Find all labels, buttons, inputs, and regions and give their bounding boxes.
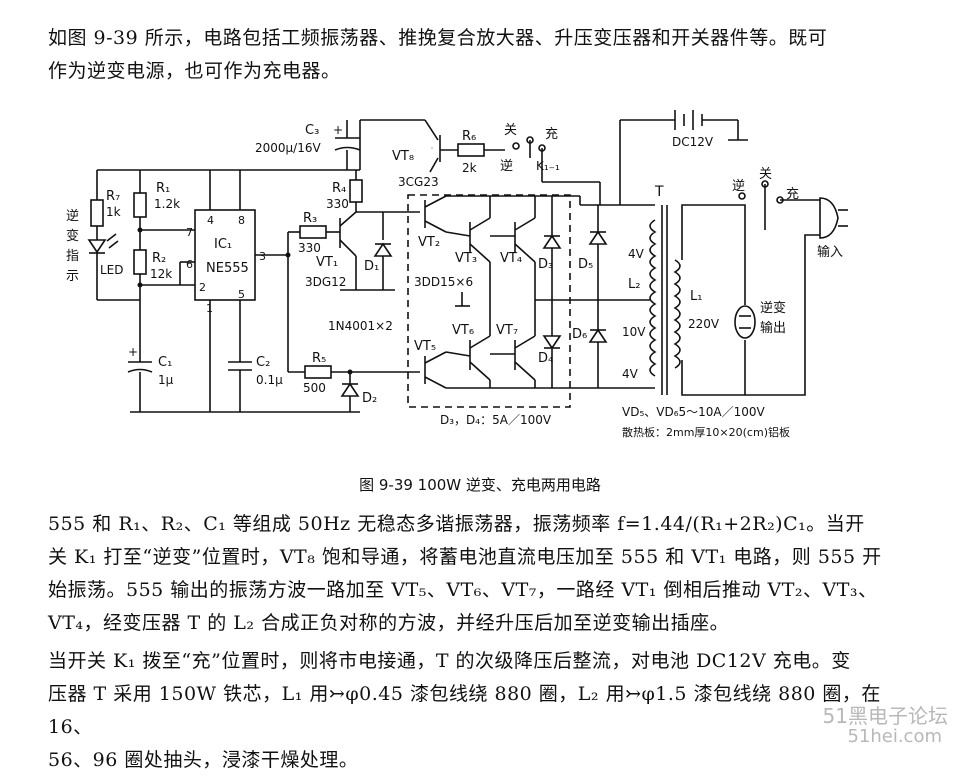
label-pin2: 2 <box>199 281 206 294</box>
label-k1: K₁₋₁ <box>536 159 560 173</box>
body-line: 始振荡。555 输出的振荡方波一路加至 VT₅、VT₆、VT₇，一路经 VT₁ … <box>48 574 918 607</box>
label-r3: R₃ <box>303 211 317 226</box>
label-1n4001: 1N4001×2 <box>328 319 393 333</box>
label-r4-value: 330 <box>326 197 349 211</box>
label-pin8: 8 <box>238 214 245 227</box>
label-sw-charge: 充 <box>545 126 558 142</box>
watermark-url: 51hei.com <box>847 726 942 747</box>
label-c3-value: 2000μ/16V <box>255 141 321 155</box>
label-r2: R₂ <box>152 251 166 266</box>
label-pin4: 4 <box>207 214 214 227</box>
label-vt1-type: 3DG12 <box>305 275 346 289</box>
label-vt5: VT₅ <box>414 339 436 354</box>
label-vt4: VT₄ <box>500 251 522 266</box>
label-ind-1: 逆 <box>66 208 79 224</box>
label-vt1: VT₁ <box>316 255 338 270</box>
body-line: 555 和 R₁、R₂、C₁ 等组成 50Hz 无稳态多谐振荡器，振荡频率 f=… <box>48 508 918 541</box>
figure-caption: 图 9-39 100W 逆变、充电两用电路 <box>0 474 960 495</box>
label-vt6: VT₆ <box>452 323 474 338</box>
label-ind-3: 指 <box>66 249 79 264</box>
body-line: 关 K₁ 打至“逆变”位置时，VT₈ 饱和导通，将蓄电池直流电压加至 555 和… <box>48 541 918 574</box>
body-line: 当开关 K₁ 拨至“充”位置时，则将市电接通，T 的次级降压后整流，对电池 DC… <box>48 645 918 678</box>
label-d2: D₂ <box>362 391 377 406</box>
label-c2-value: 0.1μ <box>256 373 283 387</box>
label-v4-top: 4V <box>628 247 645 261</box>
label-c3: C₃ <box>305 123 319 138</box>
label-r5-value: 500 <box>303 381 326 395</box>
label-vt7: VT₇ <box>496 323 518 338</box>
label-sw-inverse: 逆 <box>500 158 513 174</box>
label-ic1: IC₁ <box>214 237 232 252</box>
body-line: VT₄，经变压器 T 的 L₂ 合成正负对称的方波，并经升压后加至逆变输出插座。 <box>48 607 918 640</box>
label-sw2-inverse: 逆 <box>732 178 745 194</box>
label-r4: R₄ <box>332 181 346 196</box>
intro-line-2: 作为逆变电源，也可作为充电器。 <box>48 55 918 88</box>
label-input: 输入 <box>817 244 843 260</box>
intro-paragraph: 如图 9-39 所示，电路包括工频振荡器、推挽复合放大器、升压变压器和开关器件等… <box>48 22 918 88</box>
label-c1: C₁ <box>158 355 172 370</box>
label-pin7: 7 <box>186 226 193 239</box>
svg-text:+: + <box>333 123 343 137</box>
label-d1: D₁ <box>364 259 379 274</box>
label-r1: R₁ <box>156 181 170 196</box>
label-c1-value: 1μ <box>158 373 174 387</box>
label-r6: R₆ <box>462 129 476 144</box>
circuit-diagram: + C₃ 2000μ/16V VT₈ 3CG23 R₆ 2k 关 充 逆 K₁₋… <box>0 100 960 470</box>
label-sw-off: 关 <box>504 123 517 138</box>
body-paragraph-2: 当开关 K₁ 拨至“充”位置时，则将市电接通，T 的次级降压后整流，对电池 DC… <box>48 645 918 777</box>
label-heatsink-note: 散热板：2mm厚10×20(cm)铝板 <box>622 425 790 439</box>
label-pin5: 5 <box>238 288 245 301</box>
label-vd-note: VD₅、VD₆5～10A／100V <box>622 405 766 419</box>
label-d3: D₃ <box>538 257 553 272</box>
label-r5: R₅ <box>312 351 326 366</box>
intro-line-1: 如图 9-39 所示，电路包括工频振荡器、推挽复合放大器、升压变压器和开关器件等… <box>48 22 918 55</box>
label-r7: R₇ <box>106 189 120 204</box>
label-3dd15: 3DD15×6 <box>414 275 473 289</box>
label-v4-bot: 4V <box>622 367 639 381</box>
label-dc12v: DC12V <box>672 135 714 149</box>
label-d5: D₅ <box>578 257 593 272</box>
label-l2: L₂ <box>628 277 640 292</box>
label-l1: L₁ <box>690 289 702 304</box>
label-d6: D₆ <box>572 327 587 342</box>
body-paragraph-1: 555 和 R₁、R₂、C₁ 等组成 50Hz 无稳态多谐振荡器，振荡频率 f=… <box>48 508 918 640</box>
body-line: 56、96 圈处抽头，浸漆干燥处理。 <box>48 744 918 777</box>
label-t: T <box>654 184 664 200</box>
label-r6-value: 2k <box>462 161 477 175</box>
label-led: LED <box>100 263 124 277</box>
label-l1-value: 220V <box>688 317 720 331</box>
label-vt8: VT₈ <box>392 149 414 164</box>
label-v10: 10V <box>622 325 646 339</box>
label-pin6: 6 <box>186 258 193 271</box>
label-pin3: 3 <box>259 250 266 263</box>
watermark-site-name: 51黑电子论坛 <box>823 700 948 729</box>
label-c2: C₂ <box>256 355 270 370</box>
label-ind-2: 变 <box>66 228 79 244</box>
label-ind-4: 示 <box>66 269 79 284</box>
label-vt3: VT₃ <box>455 251 477 266</box>
label-out-2: 输出 <box>760 320 786 336</box>
label-vt8-type: 3CG23 <box>398 175 439 189</box>
label-d4: D₄ <box>538 351 553 366</box>
label-vt2: VT₂ <box>418 235 440 250</box>
label-r7-value: 1k <box>106 205 121 219</box>
body-line: 压器 T 采用 150W 铁芯，L₁ 用↣φ0.45 漆包线绕 880 圈，L₂… <box>48 678 918 744</box>
label-out-1: 逆变 <box>760 300 786 316</box>
label-sw2-off: 关 <box>759 167 772 182</box>
label-r1-value: 1.2k <box>154 197 180 211</box>
svg-text:+: + <box>128 345 138 359</box>
label-r3-value: 330 <box>298 241 321 255</box>
power-stage-box <box>408 195 570 407</box>
label-r2-value: 12k <box>150 267 172 281</box>
label-d34-note: D₃，D₄：5A／100V <box>440 413 552 427</box>
label-ne555: NE555 <box>206 261 249 276</box>
